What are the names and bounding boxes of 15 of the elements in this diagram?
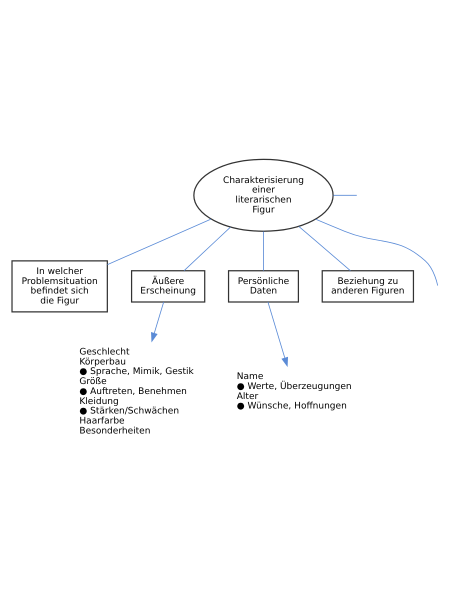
connector [332, 194, 358, 196]
connector [263, 230, 264, 271]
node-ellipse: Charakterisierung einer literarischen Figur [193, 158, 334, 232]
node-text: Geschlecht Körperbau ● Sprache, Mimik, Gestik Größe ● Auftreten, Benehmen Kleidung ● Stärken/Schwächen Haarfarbe Besonderheiten [79, 346, 194, 436]
node-box: Äußere Erscheinung [130, 270, 206, 302]
connector [298, 226, 351, 271]
arrow [151, 301, 164, 342]
node-box: In welcher Problemsituation befindet sich die Figur [11, 260, 108, 312]
node-box: Persönliche Daten [228, 270, 300, 302]
node-text: Name ● Werte, Überzeugungen Alter ● Wünsche, Hoffnungen [236, 372, 352, 412]
connector [184, 226, 231, 271]
arrow [268, 301, 288, 367]
node-box: Beziehung zu anderen Figuren [322, 270, 414, 302]
connector [315, 218, 438, 286]
connector [107, 218, 212, 265]
